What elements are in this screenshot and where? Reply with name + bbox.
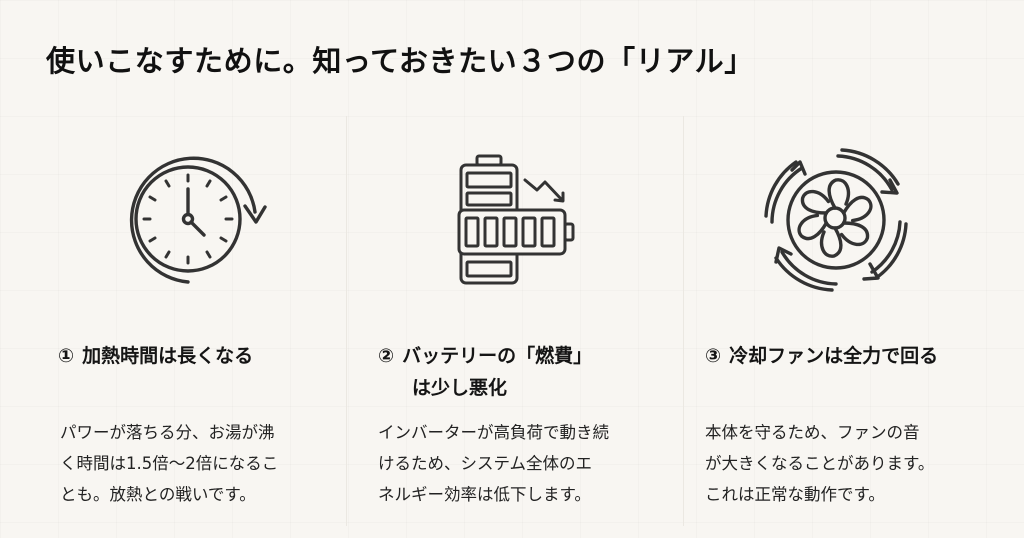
card-number: ③ bbox=[705, 345, 722, 367]
card-description: パワーが落ちる分、お湯が沸 く時間は1.5倍〜2倍になるこ とも。放熱との戦いで… bbox=[60, 423, 279, 504]
column-divider bbox=[683, 116, 684, 526]
card-number: ① bbox=[58, 345, 75, 367]
battery-drain-icon bbox=[450, 150, 580, 294]
card-description: 本体を守るため、ファンの音 が大きくなることがあります。 これは正常な動作です。 bbox=[705, 423, 935, 504]
clock-with-arrow-icon bbox=[118, 148, 268, 297]
cooling-fan-icon bbox=[762, 145, 912, 299]
column-divider bbox=[346, 116, 347, 526]
card-description: インバーターが高負荷で動き続 けるため、システム全体のエ ネルギー効率は低下しま… bbox=[378, 423, 609, 504]
card-number: ② bbox=[378, 345, 395, 367]
page-title: 使いこなすために。知っておきたい３つの「リアル」 bbox=[46, 44, 754, 78]
